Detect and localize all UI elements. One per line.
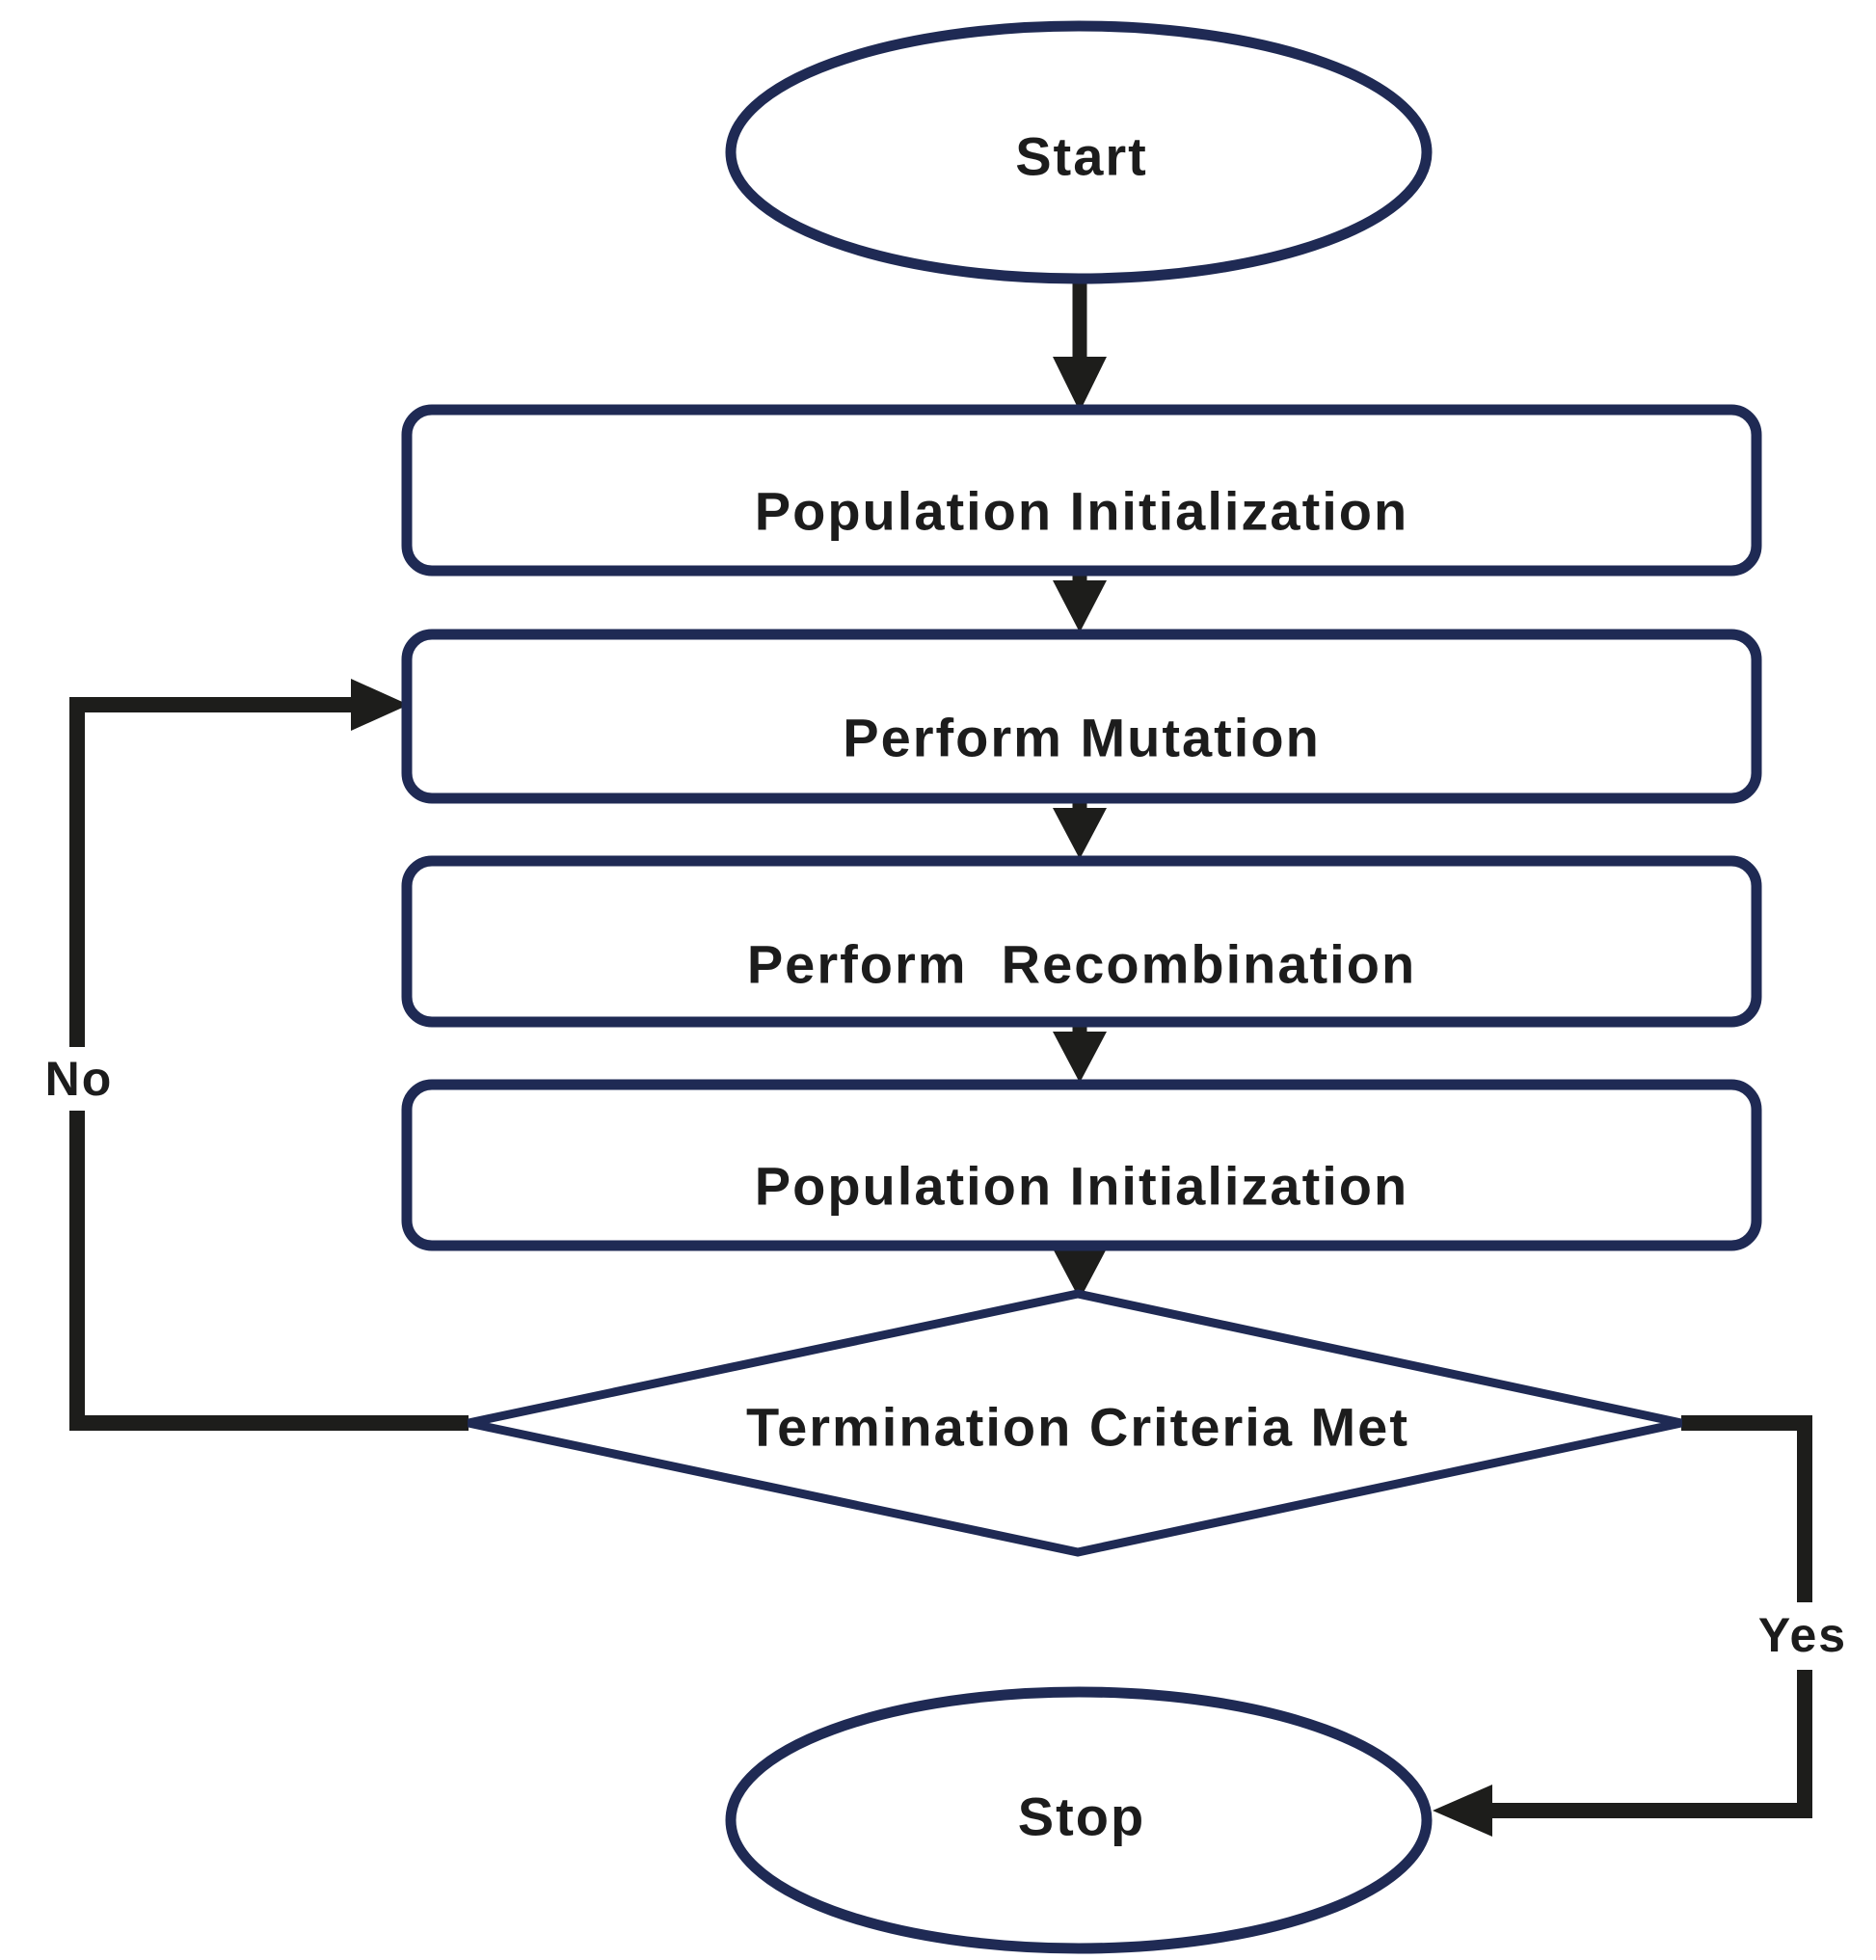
- process-box-shape: [401, 855, 1762, 1028]
- edge-decision-yes-branch: Yes: [1433, 1415, 1864, 1837]
- node-perform-mutation: Perform Mutation: [401, 629, 1762, 804]
- arrow-down-icon: [1053, 1032, 1107, 1083]
- node-stop: Stop: [725, 1686, 1433, 1954]
- stop-terminator-shape: [725, 1686, 1433, 1954]
- node-perform-recombination: Perform Recombination: [401, 855, 1762, 1028]
- edge-label-yes: Yes: [1758, 1608, 1847, 1662]
- population-init-2-label: Population Initialization: [755, 1156, 1408, 1217]
- arrow-right-icon: [351, 679, 409, 731]
- arrow-down-icon: [1053, 1248, 1107, 1300]
- node-population-init-1: Population Initialization: [401, 404, 1762, 577]
- decision-diamond-shape: [468, 1289, 1682, 1557]
- perform-mutation-label: Perform Mutation: [843, 708, 1321, 768]
- edge-population-init-1-to-perform-mutation: [1053, 571, 1107, 632]
- edge-start-to-population-init-1: [1053, 280, 1107, 412]
- process-box-shape: [401, 404, 1762, 577]
- edge-label-no: No: [45, 1052, 114, 1106]
- node-termination-decision: Termination Criteria Met: [468, 1289, 1682, 1557]
- no-label-background: [35, 1047, 125, 1111]
- perform-recombination-label: Perform Recombination: [747, 934, 1416, 995]
- node-start: Start: [725, 20, 1433, 284]
- edge-decision-no-loop: No: [35, 679, 469, 1431]
- start-label: Start: [1015, 126, 1148, 187]
- edge-perform-mutation-to-recombination: [1053, 798, 1107, 859]
- arrow-down-icon: [1053, 808, 1107, 859]
- arrow-left-icon: [1433, 1785, 1492, 1837]
- process-box-shape: [401, 629, 1762, 804]
- arrow-down-icon: [1053, 357, 1107, 412]
- edge-recombination-to-population-init-2: [1053, 1022, 1107, 1083]
- yes-label-background: [1745, 1602, 1864, 1670]
- node-population-init-2: Population Initialization: [401, 1079, 1762, 1251]
- stop-label: Stop: [1018, 1786, 1145, 1847]
- population-init-1-label: Population Initialization: [755, 481, 1408, 542]
- start-terminator-shape: [725, 20, 1433, 284]
- arrow-down-icon: [1053, 580, 1107, 632]
- termination-decision-label: Termination Criteria Met: [746, 1397, 1409, 1458]
- process-box-shape: [401, 1079, 1762, 1251]
